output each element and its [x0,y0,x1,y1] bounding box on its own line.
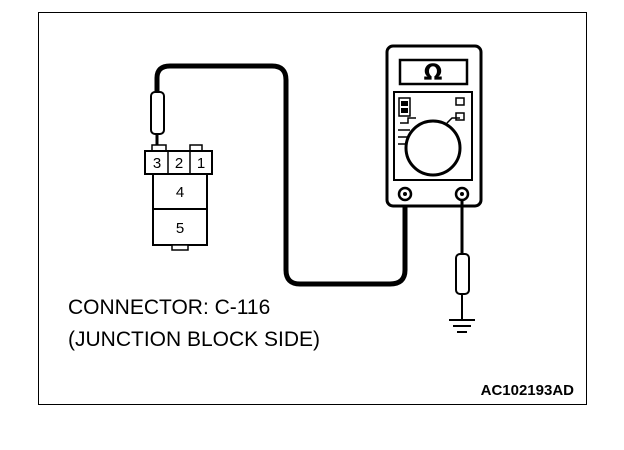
ohmmeter: Ω [385,44,483,208]
meter-display [398,58,469,86]
pin-1-label: 1 [197,155,205,172]
ground-lead [455,200,470,320]
diagram-frame [38,12,587,405]
ohm-symbol: Ω [424,61,443,86]
mode-switch [398,97,411,117]
connector-caption-line2: (JUNCTION BLOCK SIDE) [68,328,321,351]
connector-caption-line1: CONNECTOR: C-116 [68,296,271,319]
connector-caption: CONNECTOR: C-116 (JUNCTION BLOCK SIDE) [68,292,320,356]
ground-icon [449,319,475,333]
range-dial [404,119,462,177]
figure-id: AC102193AD [480,382,574,399]
pin-2-label: 2 [175,155,183,172]
test-lead-wire [154,63,408,287]
pin-4-label: 4 [176,184,184,201]
connector-c116: 3 2 1 4 5 [144,144,213,251]
pin-3-label: 3 [153,155,161,172]
pin-5-label: 5 [176,220,184,237]
probe-on-pin-3 [150,91,165,152]
